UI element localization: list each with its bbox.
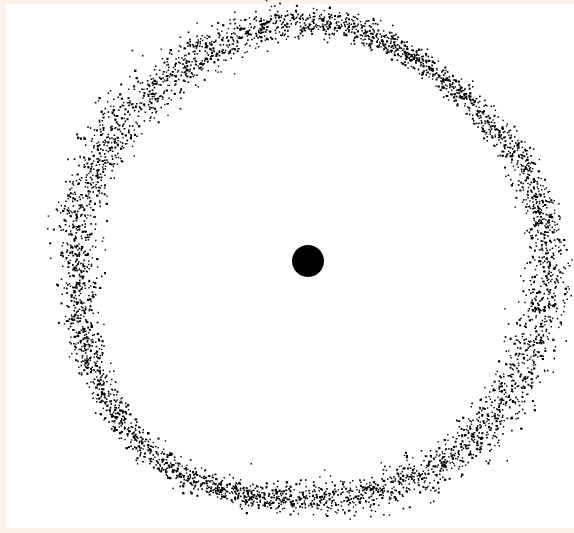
center-dot-icon [292, 245, 324, 277]
